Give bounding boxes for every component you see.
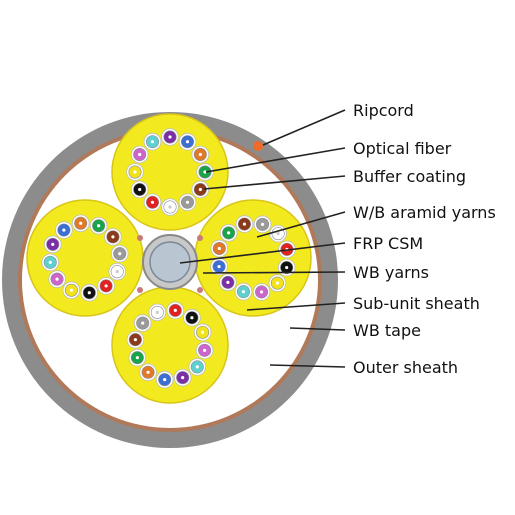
subunit-top [111,113,229,231]
optical-fiber-core [55,277,59,281]
optical-fiber-core [168,135,172,139]
leader-line-subunit-sheath [246,302,346,311]
leader-line-frp-csm [179,242,346,264]
label-frp-csm: FRP CSM [353,234,423,253]
optical-fiber-core [138,152,142,157]
optical-fiber-core [87,291,91,295]
subunit-bottom [111,286,229,404]
leader-line-wb-tape [289,327,346,331]
optical-fiber-core [217,264,221,269]
subunit-sheath [194,199,312,317]
label-subunit-sheath: Sub-unit sheath [353,294,480,313]
optical-fiber-core [146,370,150,374]
optical-fiber-core [185,200,190,204]
optical-fiber-core [104,284,108,288]
wb-yarn-dot [197,235,203,241]
optical-fiber-core [217,246,221,251]
optical-fiber-core [195,365,199,369]
optical-fiber-core [241,290,246,294]
label-outer-sheath: Outer sheath [353,358,458,377]
subunit-right [194,199,312,317]
optical-fiber-core [202,348,207,352]
optical-fiber-core [111,235,115,239]
leader-line-optical-fiber [205,147,346,173]
optical-fiber-core [190,316,194,320]
optical-fiber-core [203,170,207,174]
optical-fiber-core [226,280,230,284]
optical-fiber-core [163,377,167,382]
optical-fiber-core [69,288,73,292]
optical-fiber-core [201,330,205,334]
optical-fiber-core [135,356,139,360]
optical-fiber-core [150,140,155,144]
optical-fiber-core [79,221,83,225]
optical-fiber-core [115,270,119,274]
optical-fiber-core [227,231,231,235]
optical-fiber-core [259,290,264,294]
wb-yarn-dot [137,287,143,293]
subunit-sheath [111,113,229,231]
leader-line-outer-sheath [269,364,346,368]
optical-fiber-core [198,152,202,157]
optical-fiber-core [133,338,138,342]
leader-lines [179,109,346,368]
wb-yarn-dot [197,287,203,293]
label-wb-aramid-yarns: W/B aramid yarns [353,203,496,222]
ripcord-dot [253,141,263,151]
label-ripcord: Ripcord [353,101,414,120]
subunits-group [26,113,312,404]
leader-line-wb-aramid-yarns [256,211,346,238]
leader-line-wb-yarns [202,271,346,274]
optical-fiber-core [181,376,185,380]
wb-yarn-dot [137,235,143,241]
optical-fiber-core [133,170,137,174]
leader-line-ripcord [262,109,346,146]
optical-fiber-core [198,187,202,192]
optical-fiber-core [97,224,101,228]
optical-fiber-core [138,187,142,192]
label-buffer-coating: Buffer coating [353,167,466,186]
optical-fiber-core [155,310,159,314]
optical-fiber-core [118,252,122,256]
label-wb-tape: WB tape [353,321,421,340]
optical-fiber-core [150,200,155,204]
optical-fiber-core [168,205,172,209]
optical-fiber-core [242,222,247,226]
optical-fiber-core [173,308,177,313]
optical-fiber-core [62,228,66,232]
subunit-left [26,199,144,317]
leader-line-buffer-coating [203,175,346,190]
label-optical-fiber: Optical fiber [353,139,452,158]
optical-fiber-core [48,260,52,264]
optical-fiber-core [275,281,279,285]
optical-fiber-core [141,321,145,325]
optical-fiber-core [260,222,265,226]
optical-fiber-core [51,242,55,246]
optical-fiber-core [185,140,190,144]
optical-fiber-core [285,265,289,270]
optical-fiber-core [276,232,280,236]
label-wb-yarns: WB yarns [353,263,429,282]
